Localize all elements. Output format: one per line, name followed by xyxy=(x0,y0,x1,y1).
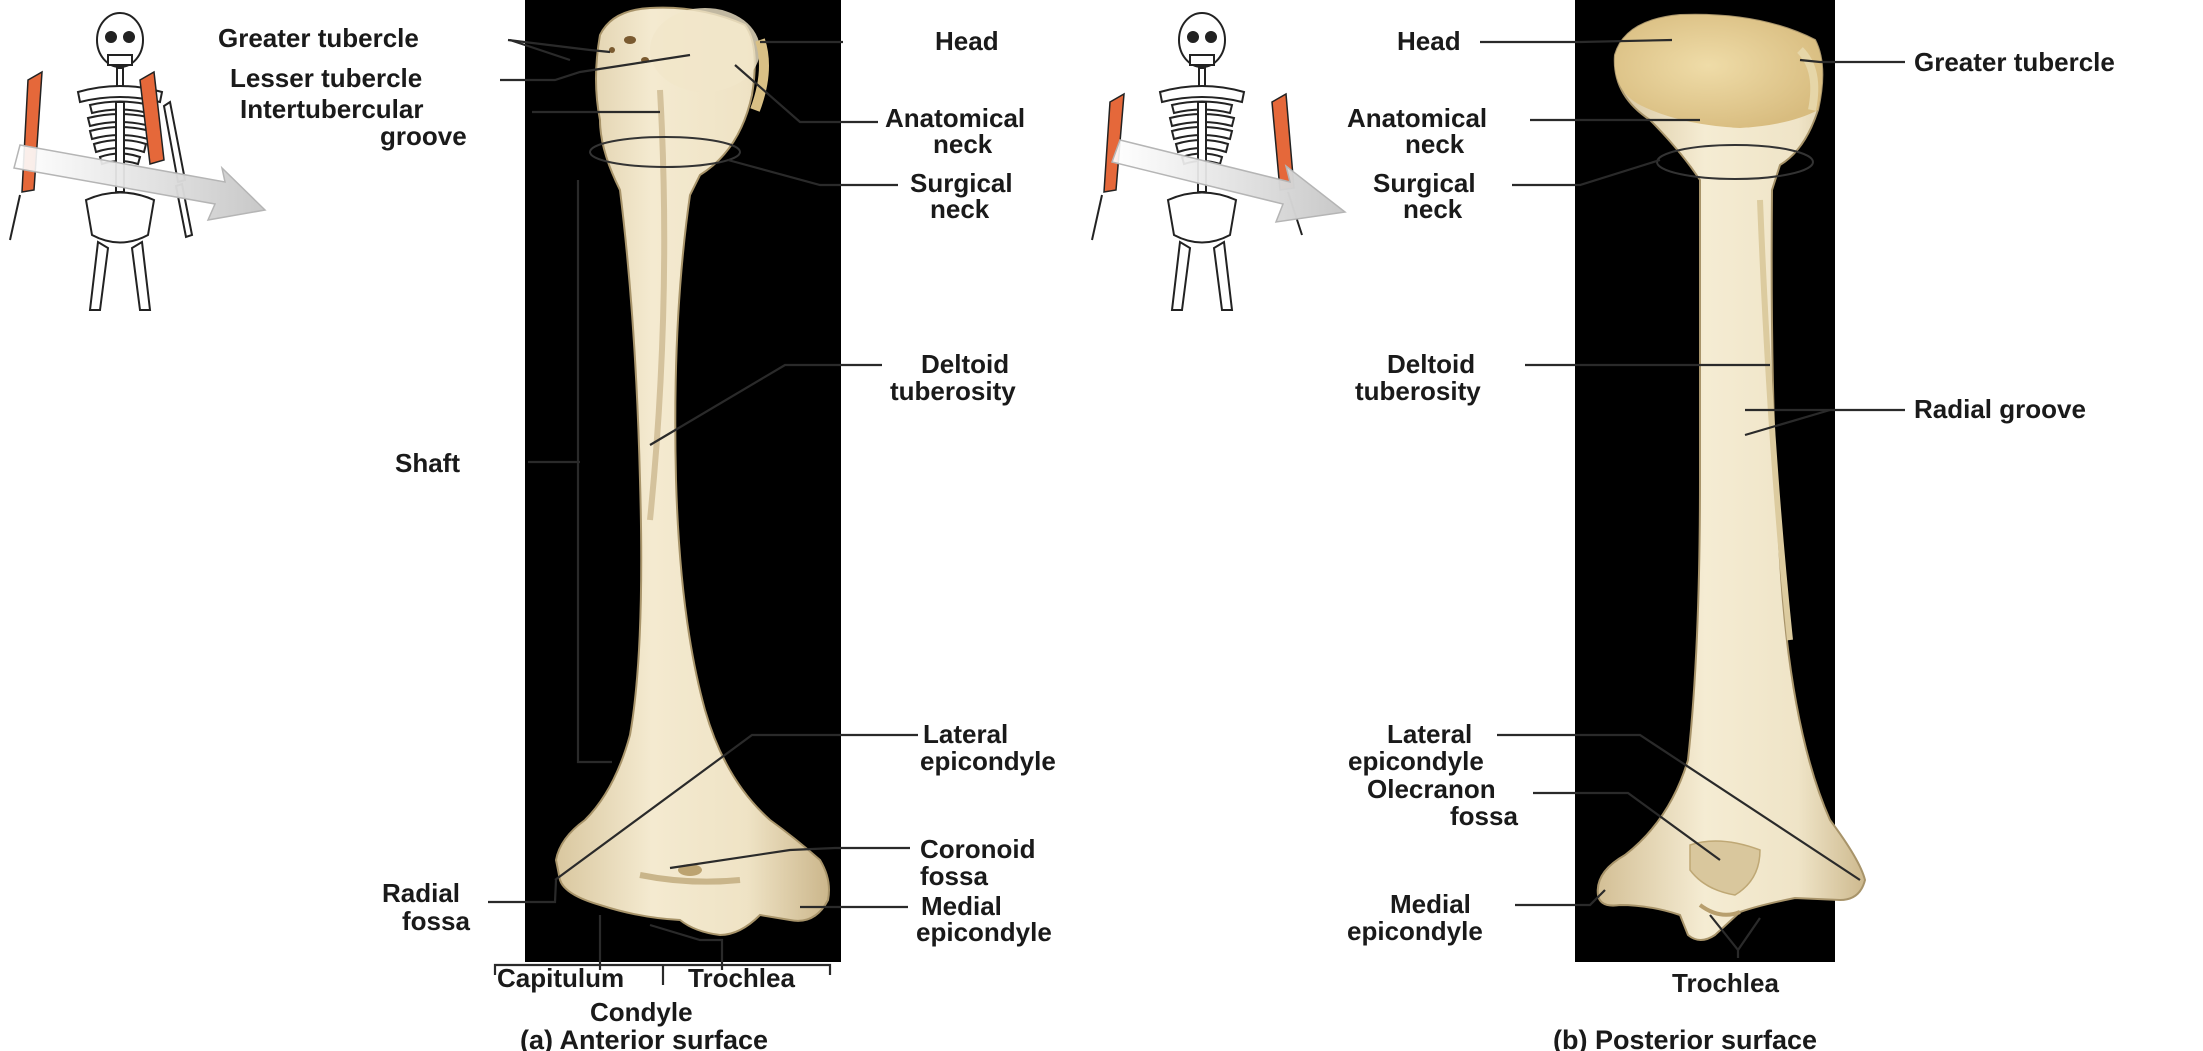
label-head-posterior: Head xyxy=(1397,26,1461,56)
label-olecranon-fossa-1: Olecranon xyxy=(1367,774,1496,804)
label-coronoid-fossa-1: Coronoid xyxy=(920,834,1036,864)
label-radial-groove: Radial groove xyxy=(1914,394,2086,424)
label-medial-epicondyle-posterior-1: Medial xyxy=(1390,889,1471,919)
label-medial-epicondyle-posterior-2: epicondyle xyxy=(1347,916,1483,946)
label-lateral-epicondyle-posterior-2: epicondyle xyxy=(1348,746,1484,776)
label-lateral-epicondyle-posterior-1: Lateral xyxy=(1387,719,1472,749)
label-lateral-epicondyle-2: epicondyle xyxy=(920,746,1056,776)
label-deltoid-tuberosity-posterior-1: Deltoid xyxy=(1387,349,1475,379)
label-anatomical-neck-2: neck xyxy=(933,129,993,159)
label-lesser-tubercle: Lesser tubercle xyxy=(230,63,422,93)
label-trochlea: Trochlea xyxy=(688,963,795,993)
label-radial-fossa-1: Radial xyxy=(382,878,460,908)
label-deltoid-tuberosity-posterior-2: tuberosity xyxy=(1355,376,1481,406)
label-shaft: Shaft xyxy=(395,448,460,478)
label-greater-tubercle-posterior: Greater tubercle xyxy=(1914,47,2115,77)
label-radial-fossa-2: fossa xyxy=(402,906,470,936)
label-medial-epicondyle-2: epicondyle xyxy=(916,917,1052,947)
label-surgical-neck-2: neck xyxy=(930,194,990,224)
label-anatomical-neck-posterior-2: neck xyxy=(1405,129,1465,159)
caption-anterior-surface: (a) Anterior surface xyxy=(520,1025,768,1051)
label-greater-tubercle: Greater tubercle xyxy=(218,23,419,53)
label-capitulum: Capitulum xyxy=(497,963,624,993)
label-coronoid-fossa-2: fossa xyxy=(920,861,988,891)
label-olecranon-fossa-2: fossa xyxy=(1450,801,1518,831)
label-head: Head xyxy=(935,26,999,56)
label-deltoid-tuberosity-2: tuberosity xyxy=(890,376,1016,406)
label-trochlea-posterior: Trochlea xyxy=(1672,968,1779,998)
label-deltoid-tuberosity-1: Deltoid xyxy=(921,349,1009,379)
highlighted-humerus-icon xyxy=(22,72,42,192)
label-condyle: Condyle xyxy=(590,997,693,1027)
label-intertubercular-groove-2: groove xyxy=(380,121,467,151)
label-intertubercular-groove-1: Intertubercular xyxy=(240,94,424,124)
label-lateral-epicondyle-1: Lateral xyxy=(923,719,1008,749)
label-surgical-neck-posterior-2: neck xyxy=(1403,194,1463,224)
caption-posterior-surface: (b) Posterior surface xyxy=(1553,1025,1817,1051)
